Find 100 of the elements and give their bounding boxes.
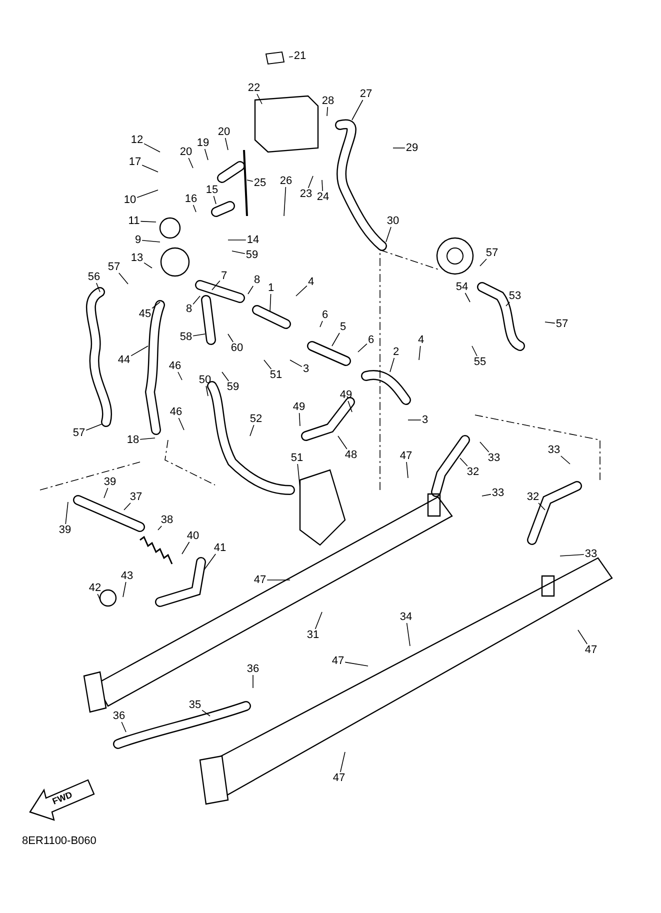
leader-line	[97, 594, 102, 602]
leader-line	[118, 272, 128, 284]
callout-number: 58	[178, 331, 194, 343]
leader-line	[256, 94, 262, 104]
callout-number: 36	[246, 663, 260, 675]
callout-number: 3	[420, 414, 430, 426]
leader-line	[144, 143, 160, 152]
leader-line	[204, 554, 216, 570]
callout-number: 12	[130, 134, 144, 146]
leader-line	[192, 334, 206, 336]
callout-number: 47	[330, 655, 346, 667]
callout-number: 37	[128, 491, 144, 503]
callout-number: 21	[292, 50, 308, 62]
callout-number: 36	[112, 710, 126, 722]
callout-number: 13	[130, 252, 144, 264]
callout-number: 57	[72, 427, 86, 439]
callout-number: 3	[302, 363, 310, 375]
callout-number: 14	[246, 234, 260, 246]
leader-line	[222, 372, 229, 382]
leader-line	[406, 462, 408, 478]
leader-line	[506, 302, 510, 306]
callout-number: 33	[490, 487, 506, 499]
leader-line	[144, 262, 152, 268]
callout-number: 32	[526, 491, 540, 503]
leader-line	[213, 196, 216, 204]
leader-line	[206, 386, 208, 396]
callout-number: 34	[398, 611, 414, 623]
leader-line	[320, 320, 323, 328]
leader-line	[560, 456, 570, 464]
leader-line	[65, 502, 68, 524]
leader-line	[140, 220, 156, 222]
callout-number: 4	[306, 276, 316, 288]
callout-number: 15	[204, 184, 220, 196]
callout-number: 6	[320, 309, 330, 321]
callout-number: 6	[366, 334, 376, 346]
leader-line	[142, 164, 158, 172]
callout-number: 57	[484, 247, 500, 259]
callout-number: 41	[212, 542, 228, 554]
leader-line	[298, 412, 300, 426]
leader-line	[192, 296, 200, 305]
callout-number: 19	[196, 137, 210, 149]
callout-number: 60	[230, 342, 244, 354]
callout-number: 25	[252, 177, 268, 189]
leader-line	[136, 190, 158, 198]
leader-line	[270, 294, 272, 312]
callout-number: 28	[320, 95, 336, 107]
callout-number: 56	[86, 271, 102, 283]
leader-line	[480, 442, 490, 452]
callout-number: 32	[466, 466, 480, 478]
leader-line	[578, 630, 588, 644]
callout-number: 40	[186, 530, 200, 542]
callout-number: 47	[398, 450, 414, 462]
callout-number: 26	[278, 175, 294, 187]
leader-line	[308, 176, 314, 188]
callout-number: 24	[316, 191, 330, 203]
leader-line	[314, 612, 322, 630]
leader-line	[544, 322, 556, 324]
callout-number: 42	[88, 582, 102, 594]
callout-number: 38	[160, 514, 174, 526]
callout-number: 46	[168, 360, 182, 372]
leader-line	[124, 502, 131, 510]
callout-number: 22	[246, 82, 262, 94]
callout-number: 10	[122, 194, 138, 206]
callout-number: 43	[120, 570, 134, 582]
leader-line	[284, 186, 286, 216]
callout-number: 59	[244, 249, 260, 261]
callout-number: 31	[306, 629, 320, 641]
leader-line	[152, 302, 160, 309]
callout-number: 33	[546, 444, 562, 456]
leader-line	[560, 554, 584, 556]
callout-number: 16	[184, 193, 198, 205]
callout-number: 27	[358, 88, 374, 100]
leader-line	[390, 358, 395, 372]
leader-line	[386, 226, 392, 242]
direction-label: FWD	[50, 790, 74, 806]
callout-number: 20	[178, 146, 194, 158]
callout-number: 35	[188, 699, 202, 711]
callout-number: 7	[220, 270, 228, 282]
callout-number: 50	[198, 374, 212, 386]
callout-number: 23	[298, 188, 314, 200]
callout-number: 47	[252, 574, 268, 586]
leader-line	[472, 346, 478, 356]
leader-line	[297, 464, 300, 488]
leader-line	[232, 250, 246, 254]
callout-number: 11	[127, 215, 141, 227]
callout-number: 54	[454, 281, 470, 293]
callout-number: 5	[338, 321, 348, 333]
callout-number: 52	[248, 413, 264, 425]
callout-number: 57	[554, 318, 570, 330]
callout-number: 47	[332, 772, 346, 784]
leader-line	[158, 526, 162, 530]
leader-line	[352, 100, 364, 120]
callout-number: 48	[344, 449, 358, 461]
callout-number: 55	[472, 356, 488, 368]
callout-number: 33	[584, 548, 598, 560]
drawing-number: 8ER1100-B060	[22, 835, 96, 847]
callout-number: 17	[128, 156, 142, 168]
callout-number: 51	[268, 369, 284, 381]
callout-number: 49	[292, 401, 306, 413]
leader-line	[288, 56, 294, 58]
